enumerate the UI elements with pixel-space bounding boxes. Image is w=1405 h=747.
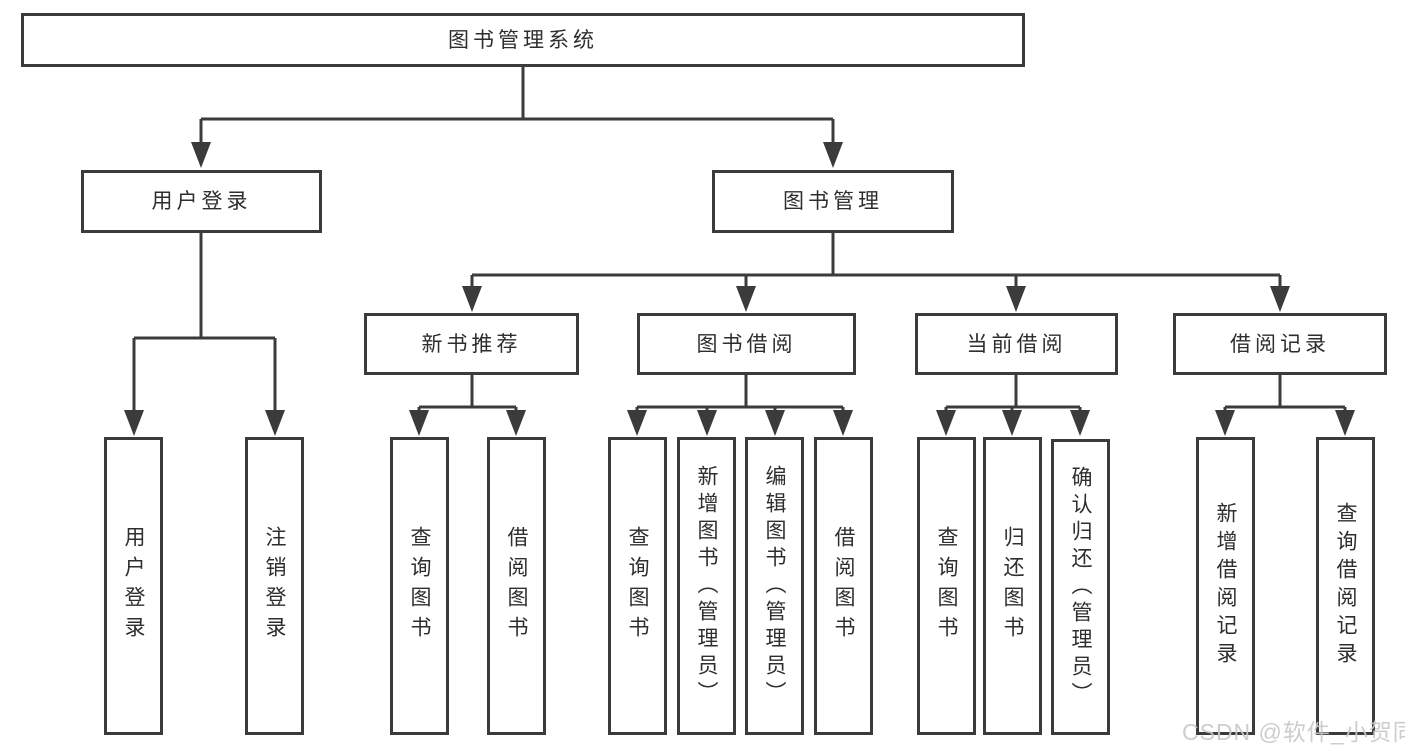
leaf-logout: 注销登录 bbox=[245, 437, 304, 735]
leaf-current-return-book-label: 归还图书 bbox=[1001, 526, 1024, 646]
arrowhead-icon bbox=[736, 286, 756, 312]
csdn-watermark: CSDN @软件_小贺同学 bbox=[1182, 719, 1405, 745]
node-borrow-record-label: 借阅记录 bbox=[1230, 332, 1330, 356]
node-book-borrow-label: 图书借阅 bbox=[696, 332, 797, 356]
arrowhead-icon bbox=[124, 410, 144, 436]
node-borrow-record: 借阅记录 bbox=[1173, 313, 1387, 375]
connector-bookborrow-to-leaves bbox=[635, 375, 845, 411]
leaf-current-confirm-return: 确认归还（管理员） bbox=[1051, 439, 1110, 735]
leaf-borrow-add-book-label: 新增图书（管理员） bbox=[695, 464, 718, 708]
node-current-borrow: 当前借阅 bbox=[915, 313, 1118, 375]
arrowhead-icon bbox=[1215, 410, 1235, 436]
node-root: 图书管理系统 bbox=[21, 13, 1025, 67]
node-current-borrow-label: 当前借阅 bbox=[966, 332, 1067, 356]
leaf-borrow-borrow-book-label: 借阅图书 bbox=[832, 526, 855, 646]
leaf-newrec-query-book-label: 查询图书 bbox=[408, 526, 431, 646]
leaf-record-query-label: 查询借阅记录 bbox=[1334, 502, 1357, 670]
arrowhead-icon bbox=[265, 410, 285, 436]
arrowhead-icon bbox=[1070, 410, 1090, 436]
leaf-borrow-query-book: 查询图书 bbox=[608, 437, 667, 735]
connector-userlogin-to-leaves bbox=[132, 233, 277, 411]
node-user-login: 用户登录 bbox=[81, 170, 322, 233]
arrowhead-icon bbox=[462, 286, 482, 312]
leaf-current-query-book-label: 查询图书 bbox=[935, 526, 958, 646]
node-root-label: 图书管理系统 bbox=[448, 28, 598, 52]
leaf-newrec-borrow-book-label: 借阅图书 bbox=[505, 526, 528, 646]
arrowhead-icon bbox=[191, 142, 211, 168]
node-user-login-label: 用户登录 bbox=[151, 190, 252, 213]
leaf-borrow-add-book: 新增图书（管理员） bbox=[677, 437, 736, 735]
leaf-borrow-borrow-book: 借阅图书 bbox=[814, 437, 873, 735]
leaf-borrow-query-book-label: 查询图书 bbox=[626, 526, 649, 646]
connector-bookmgmt-to-level3 bbox=[470, 233, 1282, 288]
node-new-book-recommend: 新书推荐 bbox=[364, 313, 579, 375]
node-book-management: 图书管理 bbox=[712, 170, 954, 233]
leaf-record-query: 查询借阅记录 bbox=[1316, 437, 1375, 735]
leaf-current-query-book: 查询图书 bbox=[917, 437, 976, 735]
connector-root-to-level2 bbox=[199, 67, 835, 145]
arrowhead-icon bbox=[1335, 410, 1355, 436]
arrowhead-icon bbox=[627, 410, 647, 436]
connector-newbook-to-leaves bbox=[417, 375, 518, 411]
leaf-user-login: 用户登录 bbox=[104, 437, 163, 735]
leaf-borrow-edit-book: 编辑图书（管理员） bbox=[745, 437, 804, 735]
arrowhead-icon bbox=[1002, 410, 1022, 436]
arrowhead-icon bbox=[936, 410, 956, 436]
leaf-newrec-borrow-book: 借阅图书 bbox=[487, 437, 546, 735]
node-book-management-label: 图书管理 bbox=[783, 190, 883, 213]
arrowhead-icon bbox=[409, 410, 429, 436]
connector-currentborrow-to-leaves bbox=[944, 375, 1082, 411]
leaf-record-add: 新增借阅记录 bbox=[1196, 437, 1255, 735]
arrowheads bbox=[124, 142, 1355, 436]
leaf-user-login-label: 用户登录 bbox=[122, 526, 145, 646]
leaf-record-add-label: 新增借阅记录 bbox=[1214, 502, 1237, 670]
leaf-current-confirm-return-label: 确认归还（管理员） bbox=[1069, 465, 1092, 709]
arrowhead-icon bbox=[833, 410, 853, 436]
arrowhead-icon bbox=[697, 410, 717, 436]
node-new-book-recommend-label: 新书推荐 bbox=[421, 332, 522, 356]
arrowhead-icon bbox=[765, 410, 785, 436]
connector-borrowrecord-to-leaves bbox=[1223, 375, 1347, 411]
leaf-current-return-book: 归还图书 bbox=[983, 437, 1042, 735]
arrowhead-icon bbox=[823, 142, 843, 168]
arrowhead-icon bbox=[1270, 286, 1290, 312]
arrowhead-icon bbox=[506, 410, 526, 436]
leaf-borrow-edit-book-label: 编辑图书（管理员） bbox=[763, 464, 786, 708]
node-book-borrow: 图书借阅 bbox=[637, 313, 856, 375]
leaf-newrec-query-book: 查询图书 bbox=[390, 437, 449, 735]
leaf-logout-label: 注销登录 bbox=[263, 526, 286, 646]
arrowhead-icon bbox=[1006, 286, 1026, 312]
